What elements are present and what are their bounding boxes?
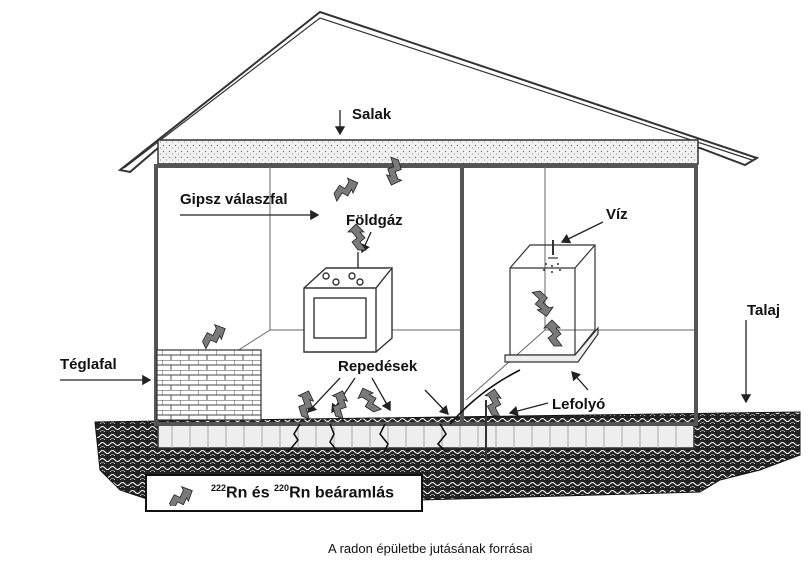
legend-rn-bearamlas: Rn beáramlás — [289, 484, 395, 502]
house-walls — [154, 164, 698, 426]
label-arrows — [60, 110, 752, 417]
radon-arrows — [202, 156, 563, 420]
label-teglafal: Téglafal — [60, 356, 117, 373]
foundation-slab — [157, 423, 695, 449]
label-gipsz-valaszfal: Gipsz válaszfal — [180, 191, 288, 208]
label-lefolyo: Lefolyó — [552, 396, 606, 413]
roof — [117, 10, 760, 174]
legend-radon-arrow-icon — [169, 486, 193, 506]
figure-caption: A radon épületbe jutásának forrásai — [328, 541, 533, 556]
shower-cabin — [504, 240, 599, 363]
legend-isotope-220: 220 — [274, 483, 290, 493]
legend-box: 222Rn és 220Rn beáramlás — [145, 474, 423, 512]
label-foldgaz: Földgáz — [346, 212, 403, 229]
gas-stove — [303, 252, 393, 353]
legend-isotope-222: 222 — [211, 483, 227, 493]
slag-insulation-layer — [157, 139, 699, 165]
label-viz: Víz — [606, 206, 628, 223]
label-salak: Salak — [352, 106, 392, 123]
legend-rn-es: Rn és — [226, 484, 275, 502]
legend-text: 222Rn és 220Rn beáramlás — [211, 483, 394, 502]
brick-wall — [156, 349, 262, 421]
label-talaj: Talaj — [747, 302, 781, 319]
water-drops — [543, 263, 561, 273]
label-repedesek: Repedések — [338, 358, 418, 375]
cracks — [287, 369, 521, 453]
